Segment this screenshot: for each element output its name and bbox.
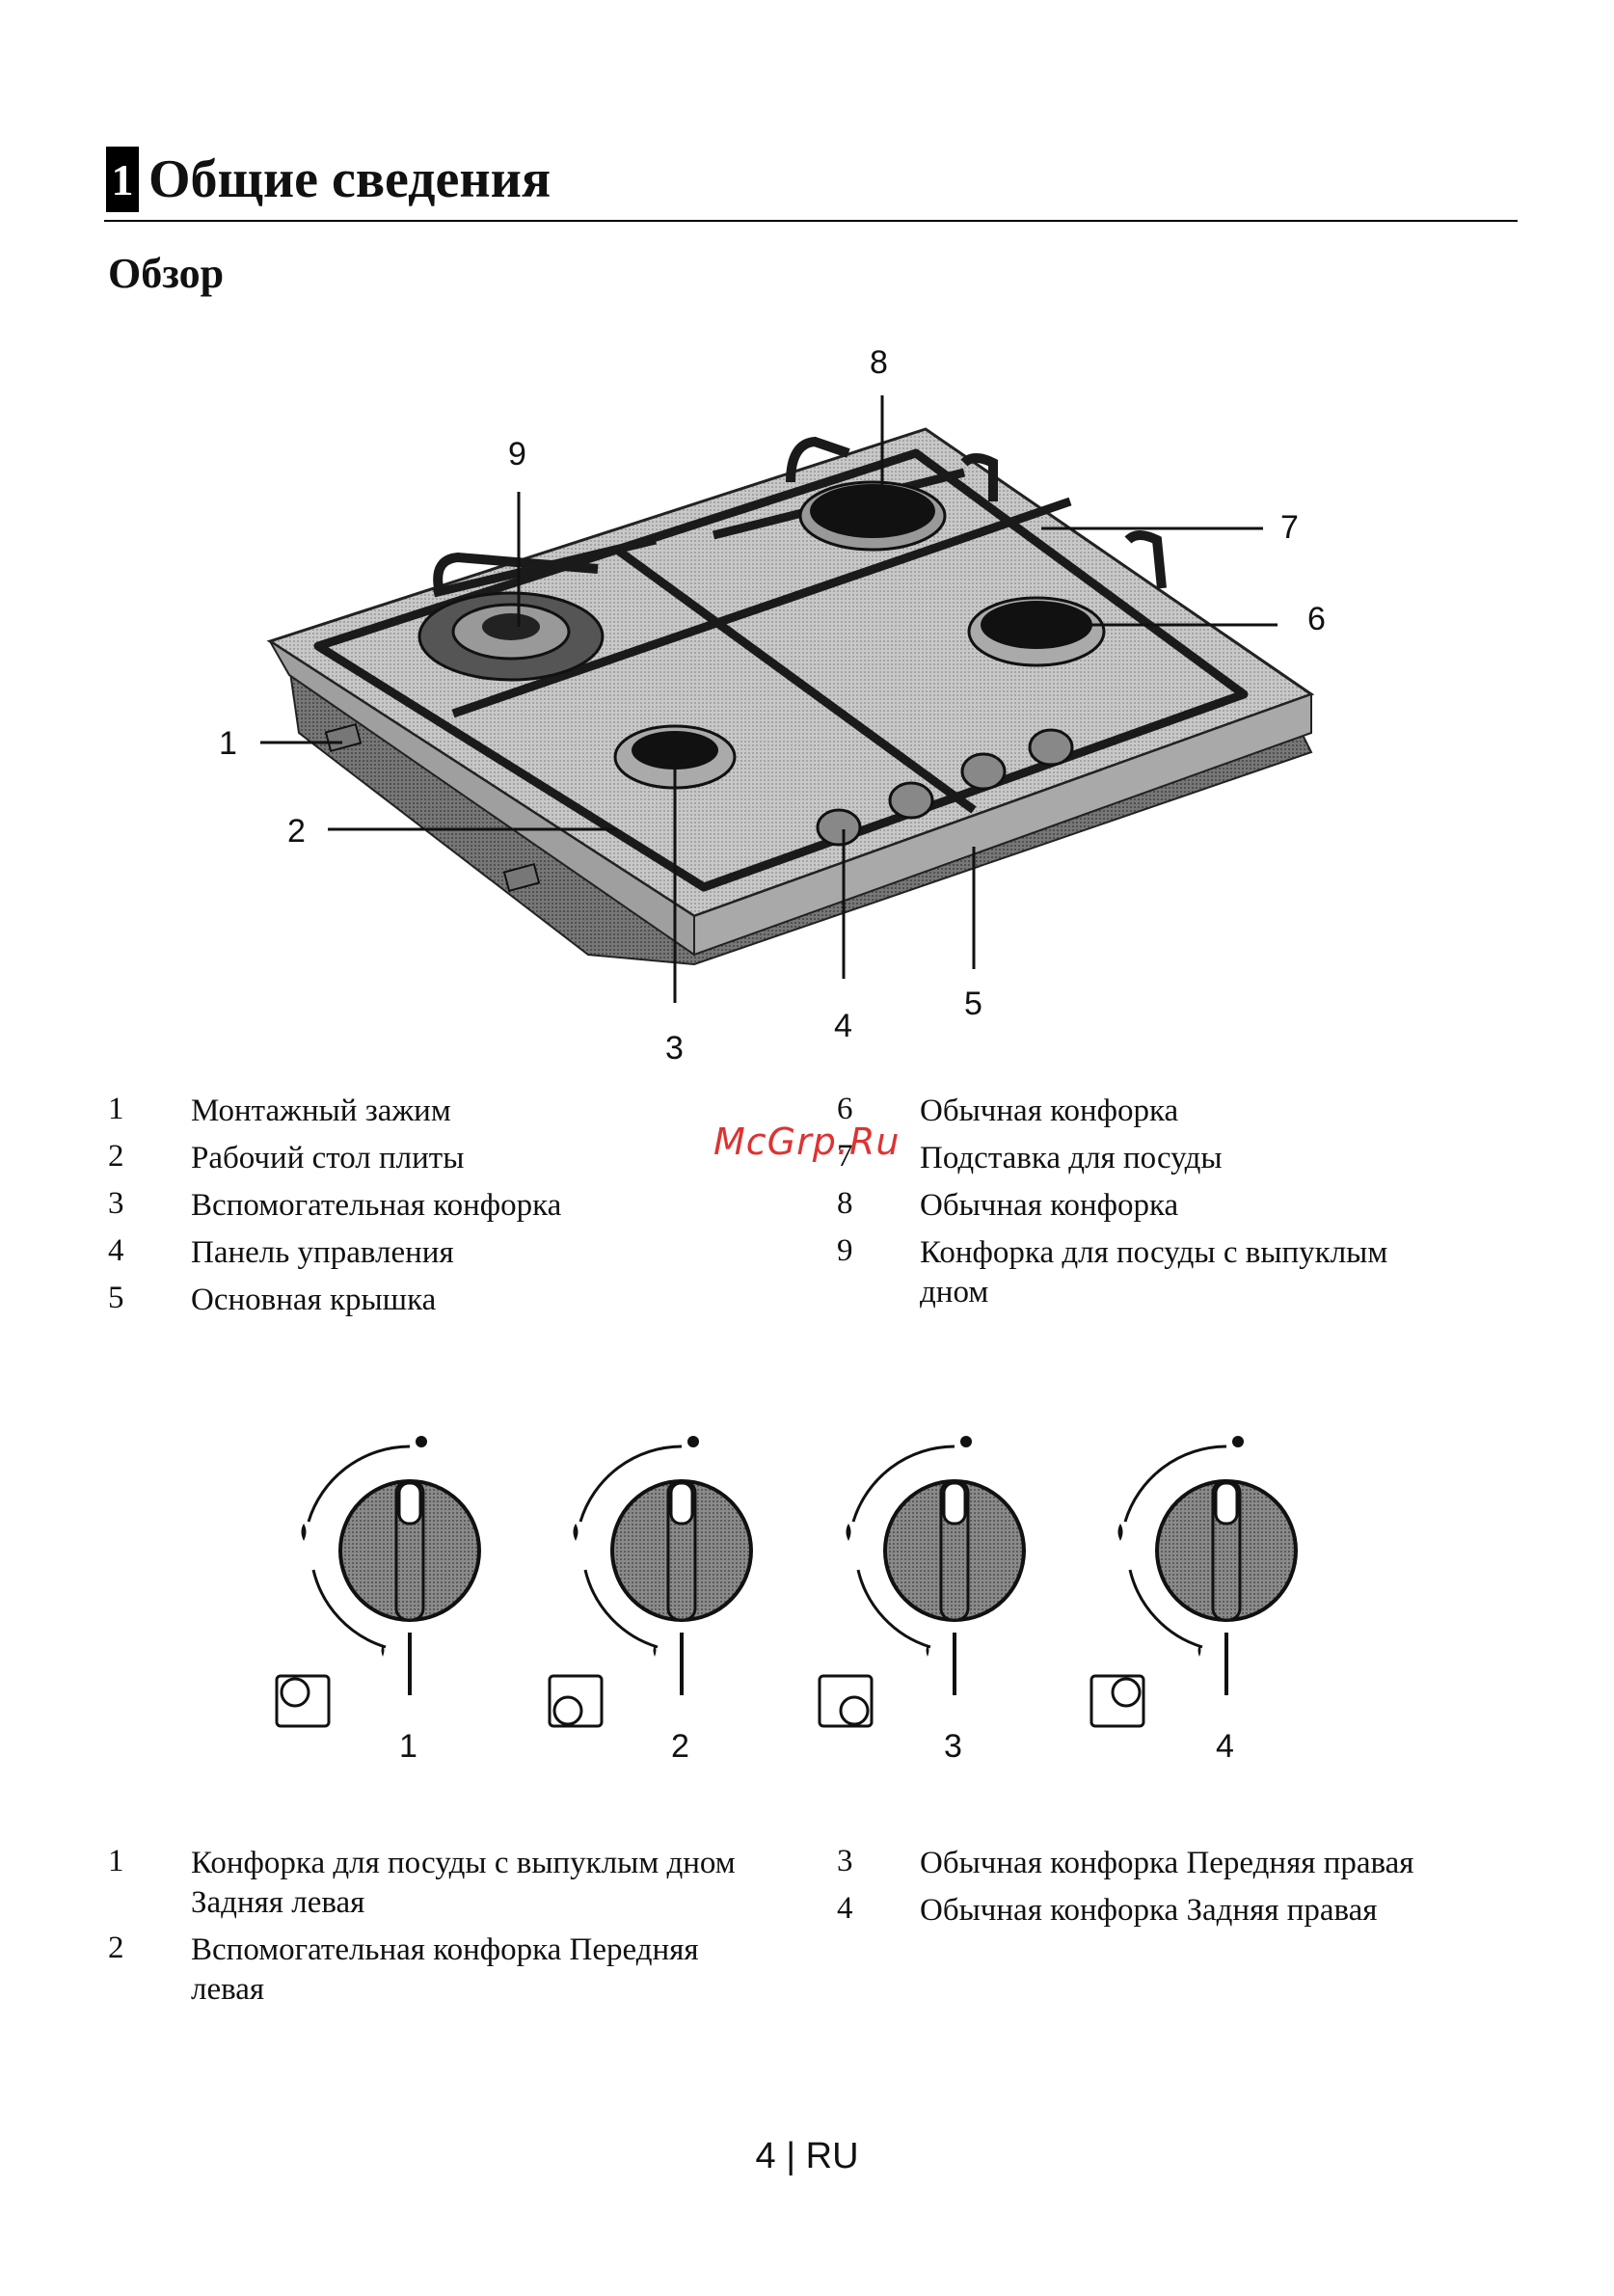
list-item: 5 Основная крышка (108, 1281, 437, 1317)
list-item: 1 Монтажный зажим (108, 1092, 451, 1128)
list-item: 8 Обычная конфорка (837, 1186, 1179, 1223)
list-item: 3 Вспомогательная конфорка (108, 1186, 562, 1223)
chapter-number: 1 (106, 147, 139, 212)
list-item: 2 Рабочий стол плиты (108, 1139, 465, 1175)
hob-legend-right: 6 Обычная конфорка 7 Подставка для посуд… (837, 1092, 1493, 1312)
page-number: 4 (755, 2136, 776, 2176)
callout-3: 3 (665, 1030, 684, 1067)
knob-label-3: 3 (944, 1728, 962, 1765)
list-item: 4 Панель управления (108, 1233, 454, 1270)
footer-separator: | (786, 2136, 796, 2176)
footer-language: RU (805, 2136, 859, 2176)
list-item: 9 Конфорка для посуды с выпуклым дном (837, 1233, 1388, 1310)
chapter-heading: 1 Общие сведения (106, 145, 551, 214)
list-item: 4 Обычная конфорка Задняя правая (837, 1891, 1378, 1928)
callout-5: 5 (964, 986, 982, 1022)
watermark-text: McGrp.Ru (713, 1121, 901, 1163)
chapter-title: Общие сведения (148, 149, 551, 209)
knob-label-1: 1 (399, 1728, 417, 1765)
list-item: 1 Конфорка для посуды с выпуклым дном За… (108, 1844, 736, 1920)
callout-1: 1 (219, 725, 237, 762)
callout-2: 2 (287, 813, 306, 850)
knob-illustration (275, 1434, 1298, 1728)
callout-4: 4 (834, 1008, 852, 1044)
heading-rule (104, 220, 1518, 222)
knob-legend-right: 3 Обычная конфорка Передняя правая 4 Обы… (837, 1844, 1512, 1938)
page-footer: 4 | RU (0, 2136, 1614, 2177)
list-item: 6 Обычная конфорка (837, 1092, 1179, 1128)
callout-9: 9 (508, 436, 526, 473)
knob-label-2: 2 (671, 1728, 689, 1765)
hob-illustration (260, 395, 1315, 1003)
list-item: 2 Вспомогательная конфорка Передняя лева… (108, 1931, 699, 2007)
callout-7: 7 (1280, 509, 1299, 546)
knob-legend-left: 1 Конфорка для посуды с выпуклым дном За… (108, 1844, 783, 2010)
callout-6: 6 (1307, 601, 1326, 637)
list-item: 3 Обычная конфорка Передняя правая (837, 1844, 1414, 1880)
callout-8: 8 (870, 344, 888, 381)
knob-label-4: 4 (1216, 1728, 1234, 1765)
list-item: 7 Подставка для посуды (837, 1139, 1223, 1175)
section-title: Обзор (108, 250, 225, 297)
hob-legend-left: 1 Монтажный зажим 2 Рабочий стол плиты 3… (108, 1092, 764, 1328)
